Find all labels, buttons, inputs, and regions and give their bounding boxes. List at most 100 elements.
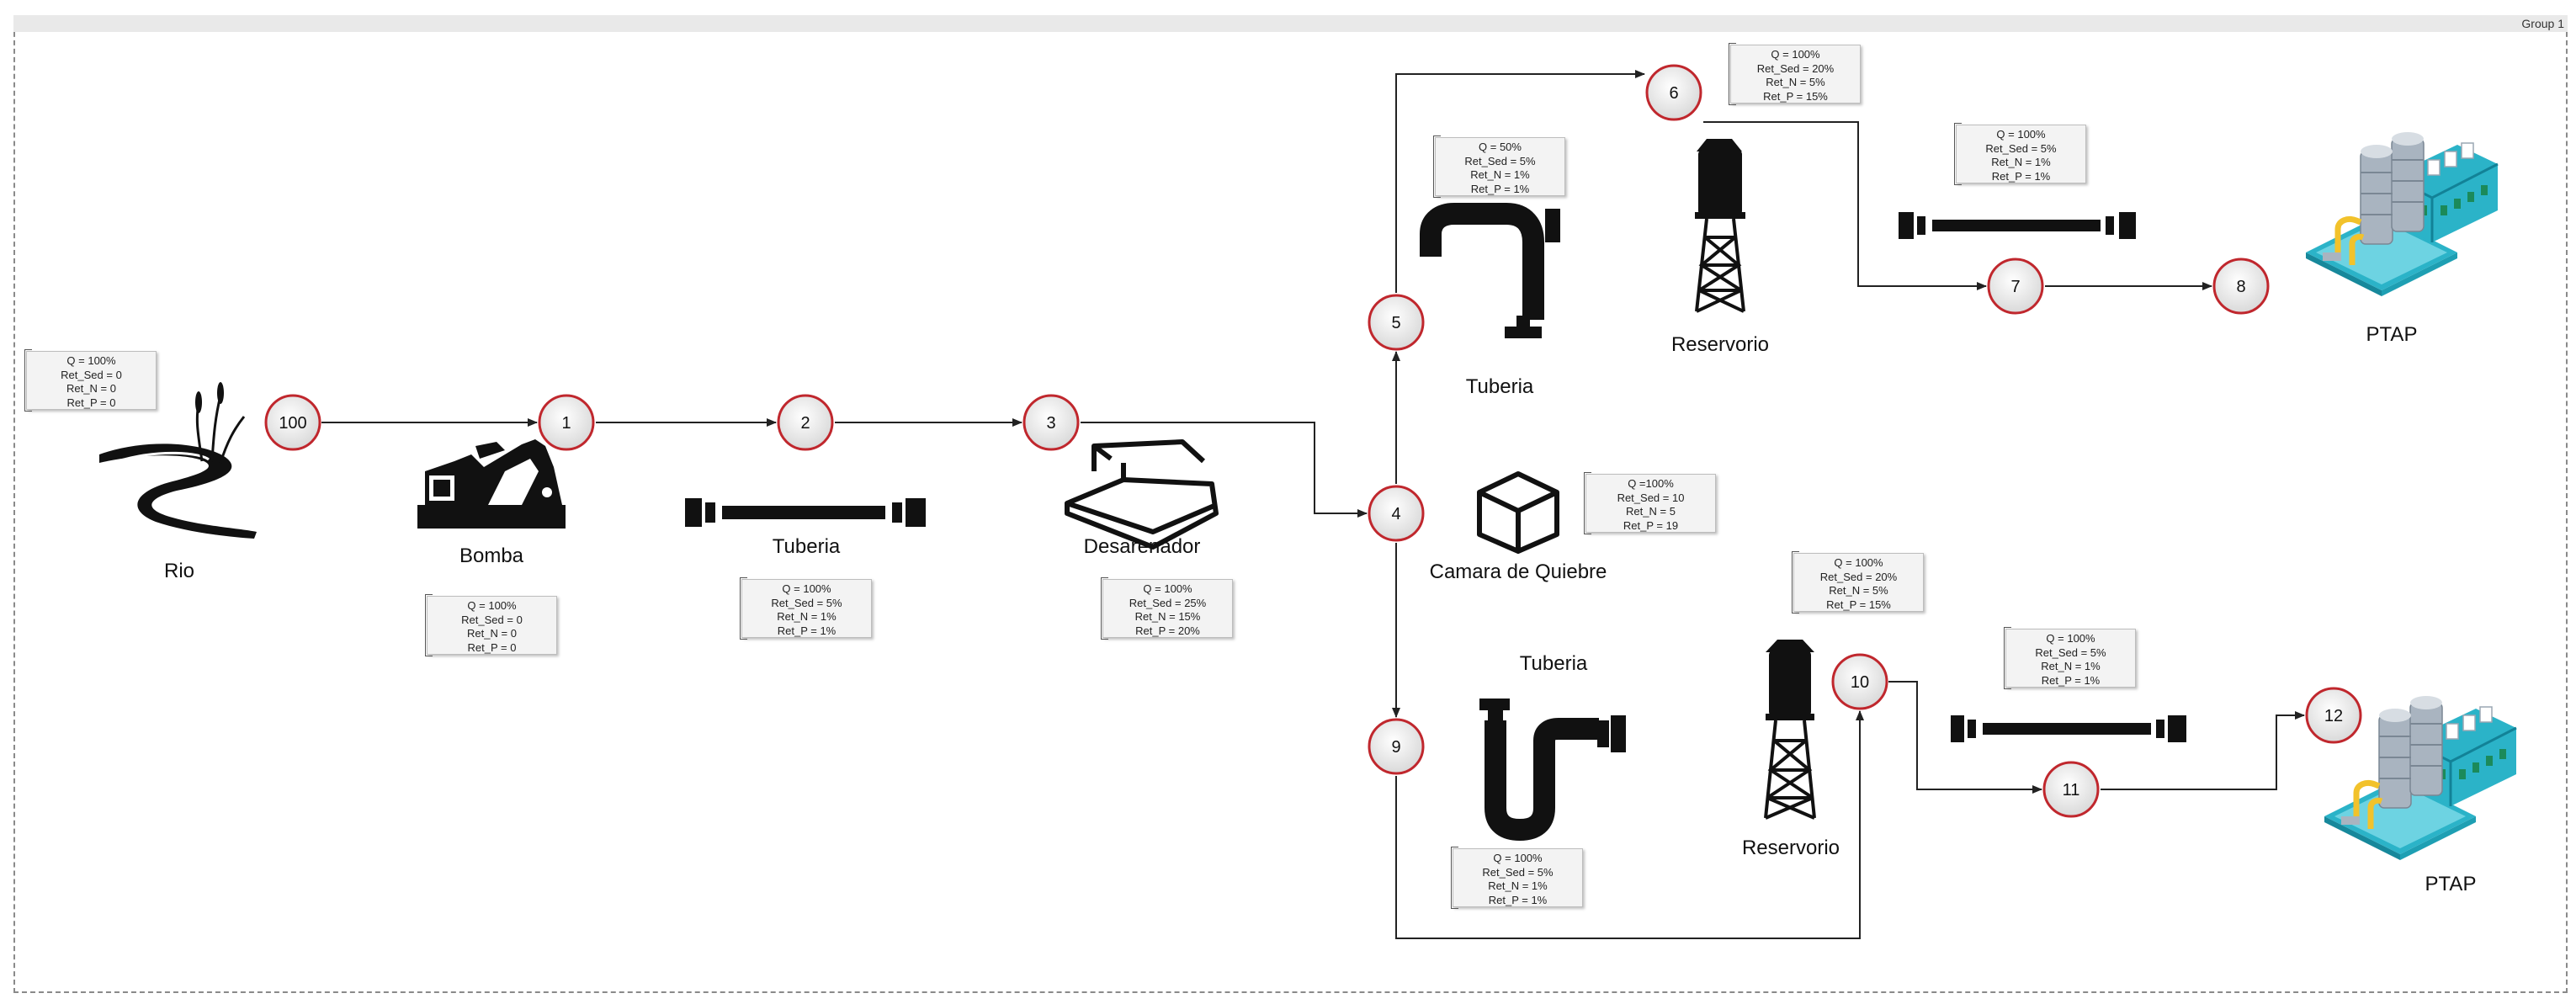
- u-pipe-icon: [1479, 699, 1626, 842]
- note-line: Ret_Sed = 5%: [1482, 865, 1554, 879]
- note-line: Ret_N = 1%: [1488, 879, 1548, 892]
- note-tuberia-lower-2: Q = 100% Ret_Sed = 5% Ret_N = 1% Ret_P =…: [2004, 627, 2136, 689]
- straight-pipe-icon: [1899, 212, 2136, 239]
- node-circle[interactable]: [1987, 258, 2044, 315]
- note-bomba: Q = 100% Ret_Sed = 0 Ret_N = 0 Ret_P = 0: [425, 594, 557, 656]
- note-line: Ret_N = 15%: [1134, 610, 1201, 623]
- note-line: Q = 100%: [2046, 632, 2095, 645]
- note-line: Ret_N = 1%: [1470, 168, 1530, 181]
- note-camara: Q =100% Ret_Sed = 10 Ret_N = 5 Ret_P = 1…: [1584, 472, 1716, 534]
- note-line: Ret_P = 1%: [1991, 169, 2051, 183]
- note-tuberia-lower: Q = 100% Ret_Sed = 5% Ret_N = 1% Ret_P =…: [1451, 847, 1583, 909]
- note-line: Q =100%: [1628, 477, 1674, 490]
- node-3[interactable]: 3: [1022, 394, 1080, 451]
- node-circle[interactable]: [2305, 687, 2362, 744]
- note-line: Ret_N = 5%: [1829, 584, 1888, 597]
- node-label: 1: [561, 414, 571, 433]
- label-tuberia-lower: Tuberia: [1519, 652, 1588, 675]
- note-line: Ret_P = 15%: [1826, 598, 1891, 611]
- node-5[interactable]: 5: [1368, 294, 1425, 351]
- note-line: Q = 100%: [467, 599, 517, 612]
- note-line: Ret_N = 1%: [2041, 660, 2101, 672]
- node-1[interactable]: 1: [538, 394, 595, 451]
- node-label: 6: [1669, 84, 1678, 103]
- treatment-plant-icon: [2306, 132, 2499, 296]
- note-line: Ret_Sed = 5%: [2035, 645, 2106, 659]
- edge-11-12: [2101, 711, 2305, 790]
- node-100[interactable]: 100: [264, 394, 321, 451]
- note-line: Ret_P = 19: [1623, 518, 1679, 532]
- note-line: Ret_N = 5: [1626, 505, 1676, 518]
- box-icon: [1477, 471, 1559, 554]
- node-label: 4: [1391, 505, 1400, 523]
- label-ptap-upper: PTAP: [2366, 323, 2418, 346]
- node-label: 3: [1046, 414, 1055, 433]
- node-label: 12: [2324, 707, 2343, 725]
- note-line: Ret_N = 1%: [777, 610, 837, 623]
- node-12[interactable]: 12: [2305, 687, 2362, 744]
- note-line: Ret_P = 20%: [1135, 624, 1200, 637]
- note-line: Q = 100%: [1771, 48, 1820, 61]
- node-circle[interactable]: [538, 394, 595, 451]
- label-rio: Rio: [163, 560, 195, 582]
- note-line: Q = 100%: [1996, 128, 2046, 141]
- note-line: Ret_P = 0: [66, 396, 116, 409]
- note-line: Q = 50%: [1479, 141, 1522, 153]
- note-line: Ret_P = 1%: [2041, 673, 2101, 687]
- note-line: Ret_P = 15%: [1763, 89, 1828, 103]
- node-circle[interactable]: [2212, 258, 2270, 315]
- node-circle[interactable]: [2042, 761, 2100, 818]
- node-11[interactable]: 11: [2042, 761, 2100, 818]
- note-line: Ret_N = 0: [66, 382, 116, 395]
- straight-pipe-icon: [1951, 715, 2186, 742]
- node-circle[interactable]: [264, 394, 321, 451]
- label-tuberia-1: Tuberia: [772, 535, 841, 558]
- label-reservorio-upper: Reservorio: [1670, 333, 1770, 356]
- river-icon: [99, 382, 257, 539]
- node-label: 10: [1851, 673, 1869, 692]
- note-line: Ret_P = 1%: [1470, 182, 1530, 195]
- node-6[interactable]: 6: [1645, 64, 1702, 121]
- note-line: Q = 100%: [1493, 852, 1543, 864]
- node-10[interactable]: 10: [1831, 653, 1888, 710]
- node-circle[interactable]: [1022, 394, 1080, 451]
- note-reservorio-upper: Q = 100% Ret_Sed = 20% Ret_N = 5% Ret_P …: [1729, 43, 1861, 105]
- note-line: Ret_P = 1%: [1488, 893, 1548, 906]
- note-line: Q = 100%: [66, 354, 116, 367]
- node-2[interactable]: 2: [777, 394, 834, 451]
- node-4[interactable]: 4: [1368, 485, 1425, 542]
- node-circle[interactable]: [1645, 64, 1702, 121]
- sand-trap-icon: [1065, 439, 1219, 550]
- node-circle[interactable]: [1368, 294, 1425, 351]
- node-circle[interactable]: [1831, 653, 1888, 710]
- label-ptap-lower: PTAP: [2425, 873, 2477, 895]
- node-circle[interactable]: [777, 394, 834, 451]
- node-7[interactable]: 7: [1987, 258, 2044, 315]
- note-line: Ret_Sed = 5%: [1985, 141, 2057, 155]
- node-label: 11: [2063, 781, 2080, 799]
- node-label: 5: [1391, 314, 1400, 332]
- label-camara-de-quiebre: Camara de Quiebre: [1429, 560, 1607, 583]
- water-tower-icon: [1695, 139, 1745, 313]
- node-circle[interactable]: [1368, 485, 1425, 542]
- note-line: Ret_Sed = 0: [461, 613, 523, 626]
- node-label: 100: [279, 414, 306, 433]
- label-tuberia-upper: Tuberia: [1465, 375, 1534, 398]
- node-8[interactable]: 8: [2212, 258, 2270, 315]
- node-label: 2: [800, 414, 810, 433]
- pump-icon: [417, 439, 566, 529]
- group-title: Group 1: [2521, 17, 2564, 30]
- node-9[interactable]: 9: [1368, 718, 1425, 775]
- note-tuberia-upper-2: Q = 100% Ret_Sed = 5% Ret_N = 1% Ret_P =…: [1954, 123, 2086, 185]
- edge-9-10: [1395, 710, 1864, 939]
- label-bomba: Bomba: [459, 544, 524, 567]
- connector-lines: [321, 70, 2305, 939]
- note-reservorio-lower: Q = 100% Ret_Sed = 20% Ret_N = 5% Ret_P …: [1792, 551, 1924, 614]
- node-circle[interactable]: [1368, 718, 1425, 775]
- group-header: [13, 15, 2568, 32]
- note-line: Ret_P = 1%: [777, 624, 837, 637]
- node-label: 9: [1391, 738, 1400, 757]
